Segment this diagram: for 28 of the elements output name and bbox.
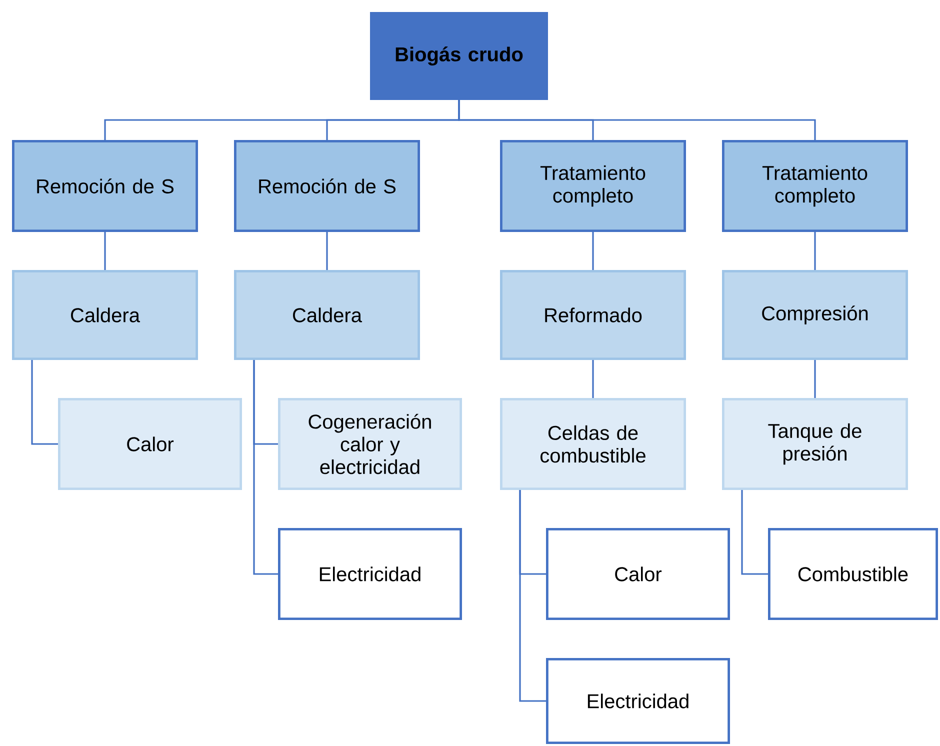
process-box: Tratamiento completo bbox=[722, 140, 908, 232]
process-box: Remoción de S bbox=[234, 140, 420, 232]
process-box: Caldera bbox=[12, 270, 198, 360]
connector bbox=[519, 490, 546, 702]
connector bbox=[458, 100, 816, 140]
process-box: Tratamiento completo bbox=[500, 140, 686, 232]
process-box: Calor bbox=[58, 398, 242, 490]
connector bbox=[592, 360, 594, 398]
process-box: Remoción de S bbox=[12, 140, 198, 232]
process-box: Compresión bbox=[722, 270, 908, 360]
connector bbox=[253, 360, 278, 575]
process-box: Celdas de combustible bbox=[500, 398, 686, 490]
process-box: Cogeneración calor y electricidad bbox=[278, 398, 462, 490]
connector bbox=[326, 232, 328, 270]
output-box: Combustible bbox=[768, 528, 938, 620]
connector bbox=[592, 232, 594, 270]
connector bbox=[104, 232, 106, 270]
connector bbox=[814, 232, 816, 270]
connector bbox=[741, 490, 768, 575]
root-box: Biogás crudo bbox=[370, 12, 548, 100]
output-box: Electricidad bbox=[278, 528, 462, 620]
process-box: Reformado bbox=[500, 270, 686, 360]
process-box: Caldera bbox=[234, 270, 420, 360]
connector bbox=[814, 360, 816, 398]
output-box: Calor bbox=[546, 528, 730, 620]
process-box: Tanque de presión bbox=[722, 398, 908, 490]
connector bbox=[31, 360, 58, 445]
output-box: Electricidad bbox=[546, 658, 730, 744]
